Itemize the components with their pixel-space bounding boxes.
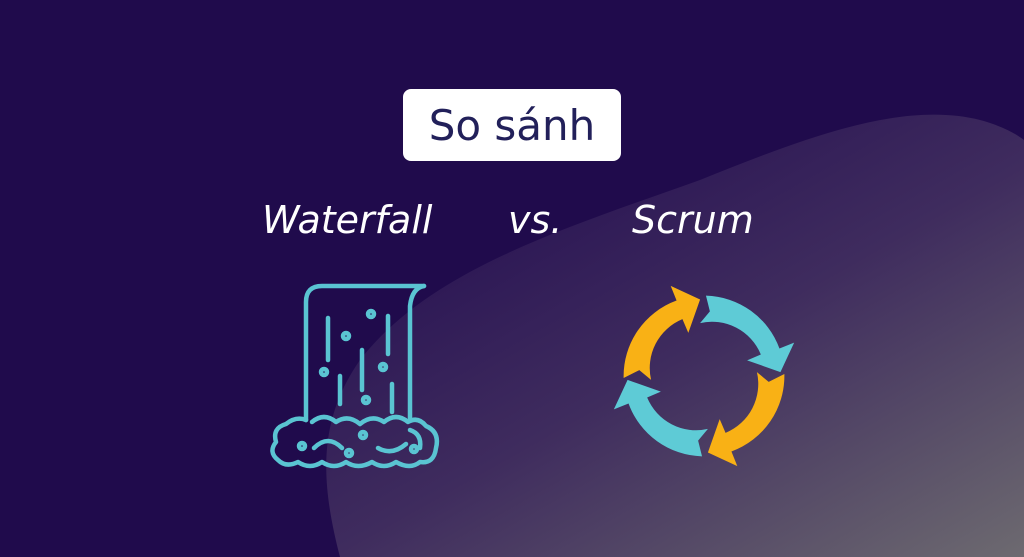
cycle-arrows-icon (613, 285, 795, 467)
waterfall-icon (270, 283, 440, 469)
scrum-label: Scrum (632, 198, 754, 242)
vs-label: vs. (508, 198, 563, 242)
title-badge: So sánh (403, 89, 621, 161)
waterfall-label: Waterfall (262, 198, 433, 242)
page-title: So sánh (428, 100, 596, 150)
